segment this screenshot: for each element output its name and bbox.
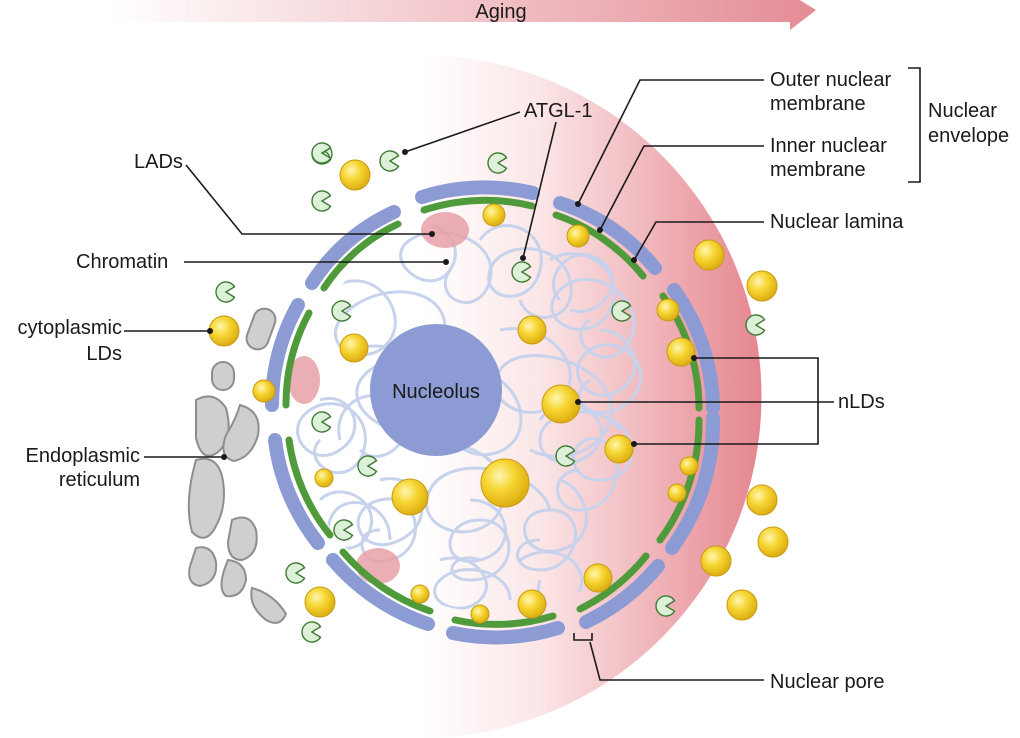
- lipid-droplet-icon: [693, 239, 725, 271]
- lipid-droplet-icon: [339, 333, 369, 363]
- lipid-droplet-icon: [726, 589, 758, 621]
- chromatin-label: Chromatin: [76, 251, 168, 273]
- lad-blob: [288, 356, 320, 404]
- nuclear-envelope-label-line2: envelope: [928, 125, 1009, 147]
- lipid-droplet-icon: [480, 458, 530, 508]
- atgl-pacman-icon: [745, 314, 766, 336]
- lipid-droplet-icon: [746, 270, 778, 302]
- aging-arrow: Aging: [110, 0, 816, 30]
- atgl-icons: [215, 142, 766, 643]
- er-label-line2: reticulum: [59, 469, 140, 491]
- atgl-pacman-icon: [379, 150, 400, 172]
- lipid-droplet-icon: [746, 484, 778, 516]
- atgl-pacman-icon: [311, 190, 332, 212]
- atgl-pacman-icon: [333, 519, 354, 541]
- outer-membrane-label-line1: Outer nuclear: [770, 69, 892, 91]
- inner-membrane-label-line1: Inner nuclear: [770, 135, 887, 157]
- atgl-label: ATGL-1: [524, 100, 593, 122]
- nlds-label: nLDs: [838, 391, 885, 413]
- lipid-droplet-icon: [410, 584, 430, 604]
- lipid-droplet-icon: [314, 468, 334, 488]
- atgl-pacman-icon: [285, 562, 306, 584]
- lipid-droplet-icon: [757, 526, 789, 558]
- atgl-pacman-icon: [655, 595, 676, 617]
- atgl-pacman-icon: [611, 300, 632, 322]
- lipid-droplet-icon: [541, 384, 581, 424]
- lipid-droplet-icon: [470, 604, 490, 624]
- lipid-droplet-icon: [656, 298, 680, 322]
- lipid-droplet-icon: [666, 337, 696, 367]
- lipid-droplet-icon: [667, 483, 687, 503]
- endoplasmic-reticulum: [187, 307, 288, 624]
- inner-membrane-label-line2: membrane: [770, 159, 866, 181]
- cyto-lds-label-line1: cytoplasmic: [18, 317, 122, 339]
- lipid-droplet-icon: [482, 203, 506, 227]
- atgl-pacman-icon: [357, 455, 378, 477]
- atgl-pacman-icon: [511, 261, 532, 283]
- outer-nuclear-membrane: [264, 180, 721, 645]
- lad-blob: [356, 548, 400, 584]
- lads-label: LADs: [134, 151, 183, 173]
- aging-label: Aging: [475, 1, 526, 23]
- lipid-droplet-icon: [339, 159, 371, 191]
- outer-membrane-label-line2: membrane: [770, 93, 866, 115]
- atgl-pacman-icon: [555, 445, 576, 467]
- lipid-droplet-icon: [517, 589, 547, 619]
- nucleolus: [370, 324, 502, 456]
- lipid-droplet-icon: [391, 478, 429, 516]
- nuclear-envelope: [264, 180, 721, 645]
- lipid-droplet-icon: [304, 586, 336, 618]
- atgl-pacman-icon: [487, 152, 508, 174]
- lipid-droplet-icon: [679, 456, 699, 476]
- lipid-droplet-icon: [604, 434, 634, 464]
- er-label-line1: Endoplasmic: [25, 445, 140, 467]
- lipid-droplets: [208, 159, 789, 624]
- lad-blob: [421, 212, 469, 248]
- lads: [288, 212, 469, 584]
- atgl-pacman-icon: [215, 281, 236, 303]
- lipid-droplet-icon: [517, 315, 547, 345]
- cyto-lds-label-line2: LDs: [86, 343, 122, 365]
- nucleolus-label: Nucleolus: [392, 381, 480, 403]
- nuclear-envelope-label-line1: Nuclear: [928, 100, 997, 122]
- annotations: ATGL-1 LADs Chromatin cytoplasmic LDs En…: [18, 67, 1009, 693]
- atgl-pacman-icon: [311, 411, 332, 433]
- atgl-pacman-icon: [331, 300, 352, 322]
- lipid-droplet-icon: [252, 379, 276, 403]
- lipid-droplet-icon: [208, 315, 240, 347]
- atgl-pacman-icon: [311, 142, 332, 164]
- nuclear-lamina-label: Nuclear lamina: [770, 211, 904, 233]
- lipid-droplet-icon: [700, 545, 732, 577]
- lipid-droplet-icon: [583, 563, 613, 593]
- lipid-droplet-icon: [566, 224, 590, 248]
- nuclear-pore-label: Nuclear pore: [770, 671, 885, 693]
- atgl-pacman-icon: [301, 621, 322, 643]
